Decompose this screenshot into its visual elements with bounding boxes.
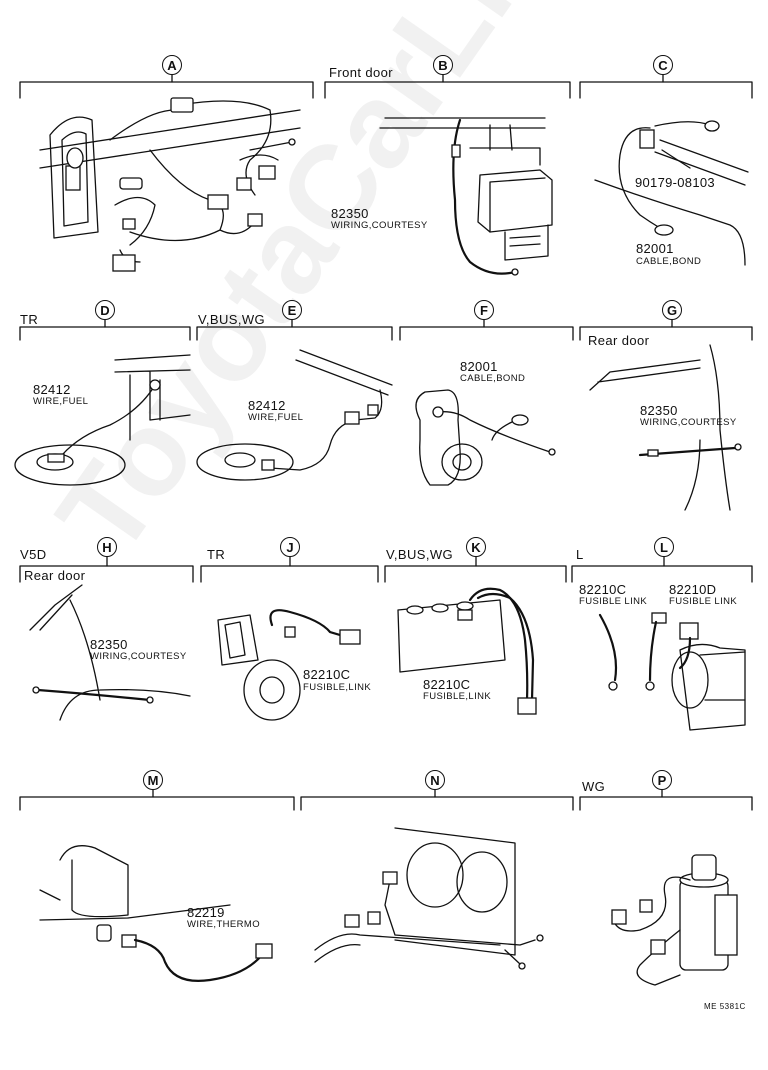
panel-j-drawing — [217, 609, 361, 721]
part-name: FUSIBLE LINK — [669, 596, 738, 607]
panel-g-drawing — [589, 344, 742, 511]
part-name: CABLE,BOND — [460, 373, 526, 384]
part-number: 82001 — [636, 241, 674, 256]
panel-brackets — [19, 74, 753, 811]
panel-g-label: G — [662, 300, 682, 320]
panel-k-drawing — [397, 587, 537, 715]
part-name: WIRE,FUEL — [33, 396, 89, 407]
part-number: 82350 — [640, 403, 678, 418]
panel-k-variant: V,BUS,WG — [386, 547, 454, 562]
part-number: 82210C — [423, 677, 471, 692]
part-number: 82219 — [187, 905, 225, 920]
panel-l-label: L — [654, 537, 674, 557]
panel-j-variant: TR — [207, 547, 226, 562]
part-name: WIRE,FUEL — [248, 412, 304, 423]
panel-d-variant: TR — [20, 312, 39, 327]
part-name: FUSIBLE,LINK — [303, 682, 372, 693]
panel-a-label: A — [162, 55, 182, 75]
part-name: WIRING,COURTESY — [331, 220, 428, 231]
part-name: WIRING,COURTESY — [90, 651, 187, 662]
part-number: 82210C — [579, 582, 627, 597]
figure-code: ME 5381C — [704, 1002, 746, 1011]
panel-n-label: N — [425, 770, 445, 790]
panel-p-label: P — [652, 770, 672, 790]
part-number: 90179-08103 — [635, 175, 715, 190]
panel-m-drawing — [39, 845, 273, 982]
part-number: 82350 — [331, 206, 369, 221]
part-name: FUSIBLE,LINK — [423, 691, 492, 702]
panel-b-variant: Front door — [329, 65, 393, 80]
part-number: 82210C — [303, 667, 351, 682]
panel-m-label: M — [143, 770, 163, 790]
part-number: 82350 — [90, 637, 128, 652]
panel-a-drawing — [39, 97, 301, 272]
panel-l-variant: L — [576, 547, 584, 562]
panel-b-drawing — [379, 117, 553, 276]
panel-c-label: C — [653, 55, 673, 75]
panel-l-drawing — [598, 612, 746, 731]
panel-j-label: J — [280, 537, 300, 557]
panel-e-drawing — [196, 349, 393, 481]
panel-p-drawing — [611, 854, 738, 986]
panel-c-drawing — [594, 120, 749, 266]
panel-f-label: F — [474, 300, 494, 320]
part-number: 82412 — [248, 398, 286, 413]
panel-h-subvariant: Rear door — [24, 568, 86, 583]
panel-h-variant: V5D — [20, 547, 47, 562]
panel-h-label: H — [97, 537, 117, 557]
panel-k-label: K — [466, 537, 486, 557]
part-name: FUSIBLE LINK — [579, 596, 648, 607]
panel-g-variant: Rear door — [588, 333, 650, 348]
panel-h-drawing — [29, 584, 191, 721]
panel-n-drawing — [314, 827, 544, 970]
part-name: WIRE,THERMO — [187, 919, 261, 930]
panel-e-variant: V,BUS,WG — [198, 312, 266, 327]
panel-d-label: D — [95, 300, 115, 320]
part-name: WIRING,COURTESY — [640, 417, 737, 428]
panel-d-drawing — [14, 354, 191, 486]
part-number: 82001 — [460, 359, 498, 374]
part-name: CABLE,BOND — [636, 256, 702, 267]
part-number: 82210D — [669, 582, 717, 597]
panel-f-drawing — [415, 389, 556, 486]
panel-b-label: B — [433, 55, 453, 75]
panel-p-variant: WG — [582, 779, 606, 794]
part-number: 82412 — [33, 382, 71, 397]
panel-e-label: E — [282, 300, 302, 320]
